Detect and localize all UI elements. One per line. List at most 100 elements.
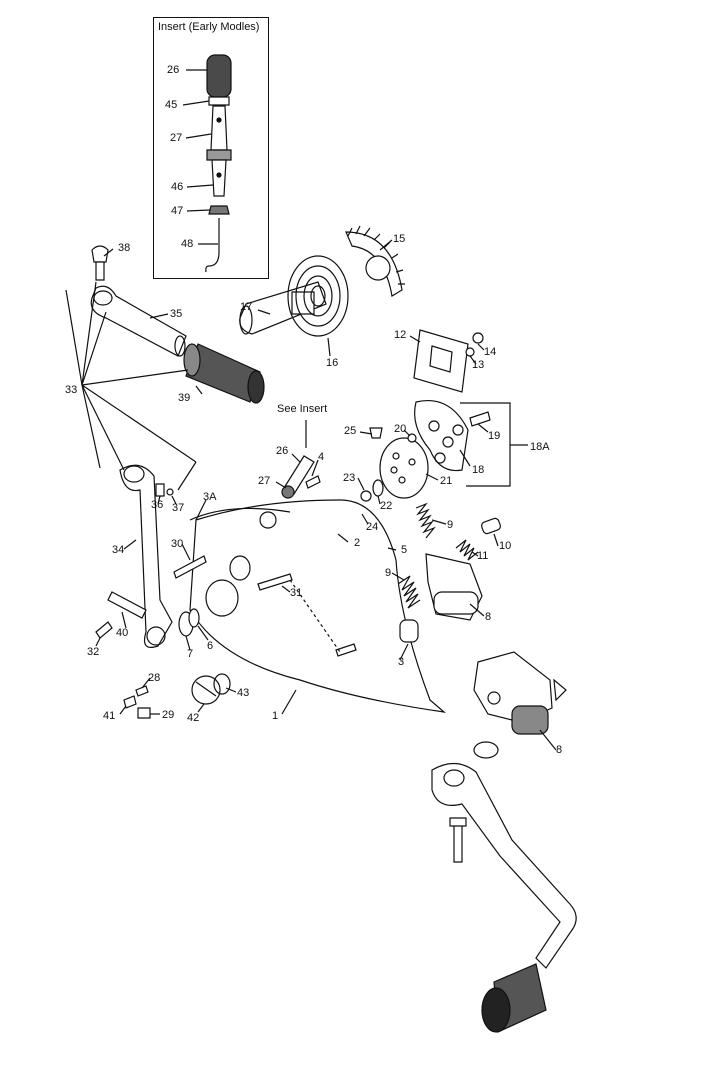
callout-7: 7 (187, 648, 194, 660)
part-46-body (212, 160, 226, 196)
callout-14: 14 (484, 346, 497, 358)
part-8b-shaft (474, 652, 566, 758)
callout-11: 11 (477, 550, 489, 562)
callout-38: 38 (118, 242, 131, 254)
part-31-bolt (258, 574, 292, 590)
part-25-screw (370, 428, 382, 438)
kickstart-crank (432, 763, 576, 1032)
callout-41: 41 (103, 710, 116, 722)
part-37-washer (167, 489, 173, 495)
callout-23: 23 (343, 472, 356, 484)
callout-18: 18 (472, 464, 485, 476)
part-26-27-assembly (282, 456, 314, 498)
part-18-camplate (415, 401, 468, 471)
callout-39: 39 (178, 392, 191, 404)
callout-27-insert: 27 (170, 132, 183, 144)
part-23-washer (361, 491, 371, 501)
callout-33: 33 (65, 384, 78, 396)
part-8a-shaft (426, 554, 482, 620)
part-15-quadrant (346, 226, 405, 296)
callout-15: 15 (393, 233, 406, 245)
part-27-adjuster (211, 106, 227, 150)
callout-26-insert: 26 (167, 64, 180, 76)
part-1-cover (190, 500, 444, 712)
part-6-bush (189, 609, 199, 627)
callout-10: 10 (499, 540, 512, 552)
part-29-nut (138, 708, 150, 718)
callout-1: 1 (272, 710, 279, 722)
part-22-spring (373, 480, 383, 496)
callout-43: 43 (237, 687, 250, 699)
part-30-screw (174, 556, 206, 578)
callout-34: 34 (112, 544, 125, 556)
callout-6: 6 (207, 640, 214, 652)
callout-18A: 18A (530, 441, 550, 453)
part-40-bolt (108, 592, 146, 618)
part-9a-spring (416, 504, 434, 538)
part-21-disc (380, 438, 428, 498)
callout-3: 3 (398, 656, 405, 668)
callout-21: 21 (440, 475, 453, 487)
part-35-arm (91, 286, 186, 356)
callout-32: 32 (87, 646, 100, 658)
callout-3A: 3A (203, 491, 217, 503)
callout-31: 31 (290, 587, 303, 599)
callout-35: 35 (170, 308, 183, 320)
callout-29: 29 (162, 709, 175, 721)
callout-9-upper: 9 (447, 519, 454, 531)
part-38-bolt (92, 246, 108, 280)
callout-13: 13 (472, 359, 485, 371)
callout-24: 24 (366, 521, 379, 533)
callout-25: 25 (344, 425, 357, 437)
callout-48: 48 (181, 238, 194, 250)
callout-22: 22 (380, 500, 393, 512)
callout-47: 47 (171, 205, 184, 217)
part-3A-gasket (190, 508, 290, 520)
callout-42: 42 (187, 712, 200, 724)
part-13-washer (466, 348, 474, 356)
part-42-plug (192, 676, 220, 704)
callout-27: 27 (258, 475, 271, 487)
part-9b-spring (398, 576, 420, 608)
callout-46: 46 (171, 181, 184, 193)
callout-8-upper: 8 (485, 611, 492, 623)
callout-20: 20 (394, 423, 407, 435)
callout-45: 45 (165, 99, 178, 111)
insert-leaders (183, 70, 218, 244)
part-link-pin (336, 644, 356, 656)
part-45-collar (209, 97, 229, 105)
callout-26: 26 (276, 445, 289, 457)
part-39-grip (184, 344, 264, 403)
part-26-rubber (207, 55, 231, 97)
callout-30: 30 (171, 538, 184, 550)
part-3-bush (400, 620, 418, 642)
leader-lines (66, 240, 556, 750)
callout-5: 5 (401, 544, 408, 556)
part-36-screw (156, 484, 164, 496)
callout-36: 36 (151, 499, 164, 511)
part-10-plunger (480, 517, 501, 534)
part-32-screw (96, 622, 112, 638)
insert-parts (206, 55, 231, 272)
callout-9-lower: 9 (385, 567, 392, 579)
part-43-oring (214, 674, 230, 694)
part-48-wire (206, 218, 219, 272)
part-14-nut (473, 333, 483, 343)
see-insert-note: See Insert (277, 403, 328, 415)
part-34-pedal (120, 465, 172, 647)
callout-4: 4 (318, 451, 325, 463)
callout-37: 37 (172, 502, 185, 514)
callout-19: 19 (488, 430, 501, 442)
part-11-spring (456, 540, 478, 560)
callout-28: 28 (148, 672, 161, 684)
part-19-pin (470, 412, 490, 426)
part-41-nut (124, 696, 136, 708)
part-4-pin (306, 476, 320, 488)
insert-title: Insert (Early Modles) (158, 21, 260, 33)
callout-40: 40 (116, 627, 129, 639)
callout-8-lower: 8 (556, 744, 563, 756)
callout-2: 2 (354, 537, 361, 549)
part-16-spring (288, 256, 348, 336)
callout-17: 17 (240, 301, 253, 313)
